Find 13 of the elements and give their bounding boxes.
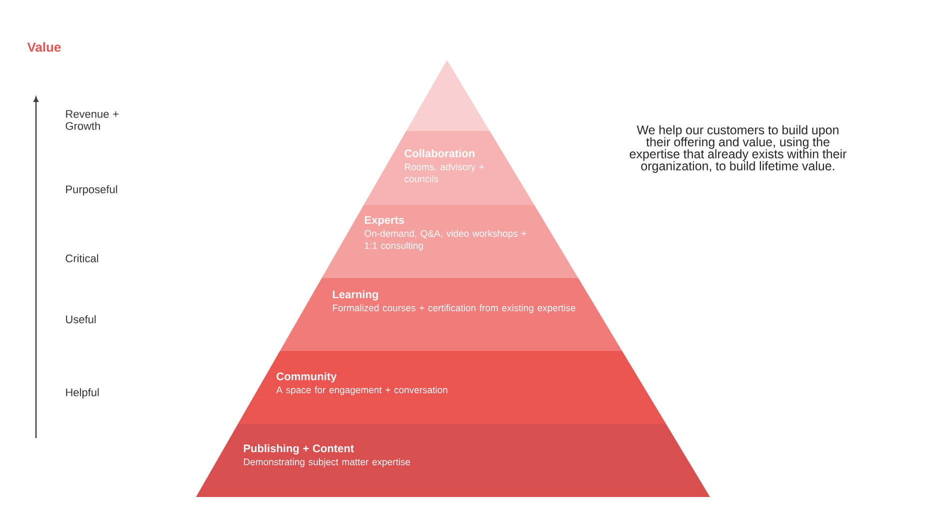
axis-label: Revenue + Growth (66, 110, 118, 130)
pyramid-tier: Learning Formalized courses + certification from existing expertise (280, 278, 622, 351)
description: We help our customers to build upon their offering and value, using the expertise that already exists within their organization, to build lifetime value. (630, 125, 846, 173)
axis-label: Critical (66, 254, 98, 262)
axis-label: Useful (66, 315, 96, 324)
pyramid-tier: Publishing + Content Demonstrating subject matter expertise (196, 424, 710, 497)
axis-label: Helpful (66, 388, 99, 398)
pyramid-tier: Community A space for engagement + conversation (238, 351, 666, 424)
pyramid-tier (406, 60, 490, 131)
pyramid-tier: Experts On-demand, Q&A, video workshops + 1:1 consulting (322, 205, 578, 278)
axis-title: Value (27, 42, 61, 52)
axis-label: Purposeful (66, 185, 118, 196)
pyramid-tier: Collaboration Rooms, advisory + councils (364, 131, 534, 205)
